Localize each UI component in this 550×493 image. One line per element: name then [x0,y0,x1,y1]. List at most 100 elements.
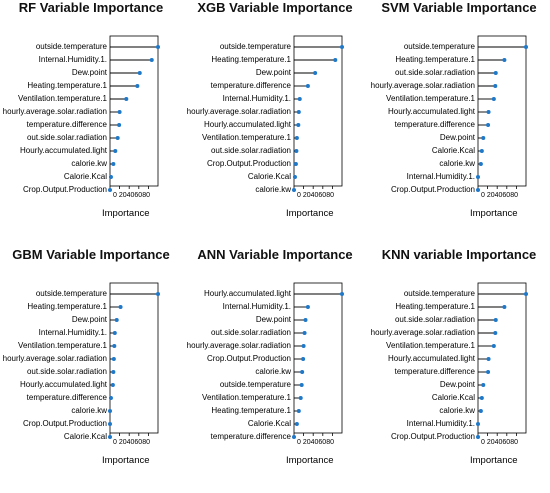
xgb-importance-chart: XGB Variable Importance outside.temperat… [184,0,366,245]
category-label: Crop.Output.Production [22,419,107,428]
importance-point [486,357,491,361]
category-label: outside.temperature [403,42,475,51]
category-label: Hourly.accumulated.light [203,120,291,129]
category-label: Internal.Humidity.1. [222,94,291,103]
importance-point [491,344,496,348]
importance-point [110,383,115,387]
x-axis-label: Importance [286,455,334,466]
x-axis-label: Importance [102,455,150,466]
importance-point [108,435,112,439]
category-label: Crop.Output.Production [390,432,475,441]
importance-point [292,175,297,179]
category-label: Crop.Output.Production [22,185,107,194]
importance-point [294,136,299,140]
importance-point [493,331,498,335]
importance-point [305,84,310,88]
plot-frame [109,282,159,434]
x-tick-labels: 0 20406080 [113,439,150,446]
importance-point [294,149,299,153]
importance-point [302,331,307,335]
importance-point [481,136,486,140]
importance-point [481,383,486,387]
importance-point [117,123,122,127]
importance-point [111,162,116,166]
importance-point [124,97,129,101]
importance-point [479,149,484,153]
importance-point [493,84,498,88]
importance-point [476,422,480,426]
category-label: Dew.point [71,68,107,77]
category-label: Internal.Humidity.1. [38,55,107,64]
importance-point [108,422,112,426]
x-axis-label: Importance [102,208,150,219]
category-label: temperature.difference [26,393,107,402]
importance-point [493,71,498,75]
category-label: Hourly.accumulated.light [19,380,107,389]
category-label: outside.temperature [219,380,291,389]
importance-point [135,84,140,88]
importance-point [108,409,112,413]
category-label: Crop.Output.Production [390,185,475,194]
category-label: Ventilation.temperature.1 [202,133,291,142]
category-label: Ventilation.temperature.1 [386,341,475,350]
x-tick-labels: 0 20406080 [481,192,518,199]
chart-title: XGB Variable Importance [197,0,353,15]
category-label: Dew.point [255,315,291,324]
importance-point [294,422,299,426]
importance-point [305,305,310,309]
chart-title: KNN variable Importance [381,247,537,262]
chart-title: SVM Variable Importance [381,0,537,15]
importance-point [486,370,491,374]
category-label: Calorie.Kcal [247,172,291,181]
importance-point [476,435,480,439]
importance-point [108,188,112,192]
category-label: temperature.difference [394,120,475,129]
category-label: outside.temperature [35,289,107,298]
importance-point [340,45,344,49]
importance-point [115,136,120,140]
x-axis-label: Importance [286,208,334,219]
plot-frame [293,35,343,187]
category-label: Calorie.Kcal [63,172,107,181]
category-label: Hourly.accumulated.light [19,146,107,155]
category-label: Calorie.Kcal [431,393,475,402]
importance-point [502,305,507,309]
importance-point [296,409,301,413]
category-label: out.side.solar.radiation [210,328,291,337]
gbm-importance-chart: GBM Variable Importance outside.temperat… [0,247,182,492]
importance-point [111,370,116,374]
category-label: outside.temperature [403,289,475,298]
category-label: calorie.kw [71,406,107,415]
importance-point [292,188,296,192]
importance-point [493,318,498,322]
category-label: hourly.average.solar.radiation [370,81,475,90]
x-tick-labels: 0 20406080 [297,192,334,199]
x-tick-labels: 0 20406080 [297,439,334,446]
category-label: calorie.kw [255,367,291,376]
category-label: Ventilation.temperature.1 [18,341,107,350]
importance-point [111,357,116,361]
ann-importance-chart: ANN Variable Importance Hourly.accumulat… [184,247,366,492]
category-label: hourly.average.solar.radiation [186,107,291,116]
x-axis-label: Importance [470,208,518,219]
category-label: Heating.temperature.1 [395,55,475,64]
plot-frame [293,282,343,434]
plot-frame [477,282,527,434]
importance-point [293,162,298,166]
category-label: calorie.kw [255,185,291,194]
category-label: Dew.point [255,68,291,77]
category-label: calorie.kw [439,159,475,168]
importance-point [524,292,528,296]
category-label: temperature.difference [26,120,107,129]
category-label: Crop.Output.Production [206,159,291,168]
category-label: out.side.solar.radiation [210,146,291,155]
plot-frame [477,35,527,187]
category-label: hourly.average.solar.radiation [186,341,291,350]
category-label: Internal.Humidity.1. [38,328,107,337]
category-label: Heating.temperature.1 [395,302,475,311]
category-label: Heating.temperature.1 [211,55,291,64]
knn-importance-chart: KNN variable Importance outside.temperat… [368,247,550,492]
importance-point [118,305,123,309]
category-label: out.side.solar.radiation [394,68,475,77]
importance-point [296,110,301,114]
